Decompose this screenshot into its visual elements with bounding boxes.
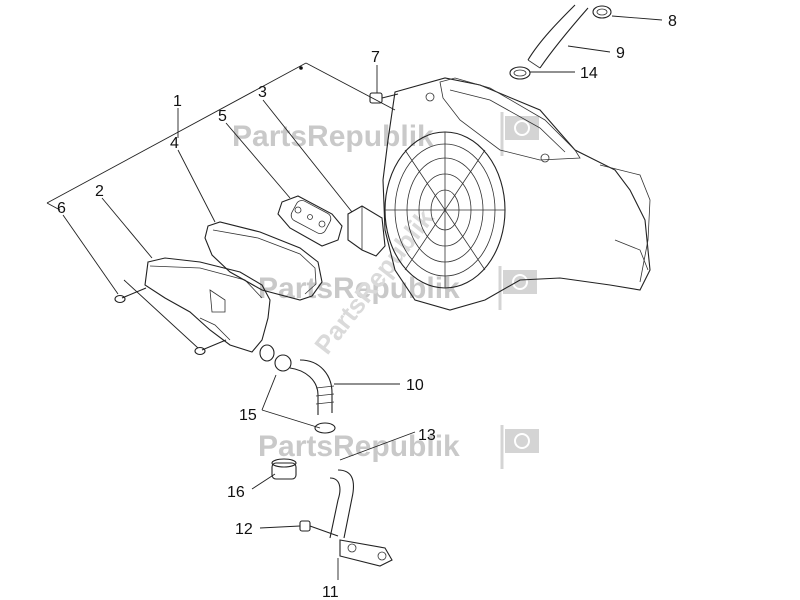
- leader-lines: [62, 15, 663, 580]
- callout-labels: 1 2 3 4 5 6 7 8 9 10 11 12 13 14 15 16: [57, 13, 677, 600]
- fan-cover-housing: [382, 77, 651, 311]
- screw-bottom-left: [194, 339, 227, 356]
- watermark-bottom: PartsRepublik: [258, 425, 539, 469]
- watermark-text-bottom: PartsRepublik: [258, 430, 460, 463]
- assembly-bracket: [46, 62, 396, 211]
- lower-pipe: [329, 469, 393, 567]
- filter-element: [277, 195, 343, 247]
- callout-10: 10: [406, 377, 424, 394]
- watermark-flag-icon: [500, 425, 539, 469]
- callout-3: 3: [258, 84, 267, 101]
- screw-7: [369, 92, 399, 104]
- watermark-flag-icon: [500, 112, 539, 156]
- callout-16: 16: [227, 484, 245, 501]
- callout-2: 2: [95, 183, 104, 200]
- watermark-flag-icon: [498, 266, 537, 310]
- callout-13: 13: [418, 427, 436, 444]
- callout-14: 14: [580, 65, 598, 82]
- watermark-top: PartsRepublik: [232, 112, 539, 156]
- gasket: [204, 221, 323, 301]
- callout-8: 8: [668, 13, 677, 30]
- elbow-hose: [289, 359, 335, 415]
- clamp-15: [314, 422, 336, 434]
- air-filter-cover: [144, 257, 271, 353]
- callout-11: 11: [322, 584, 339, 600]
- screw-top-left: [114, 287, 147, 304]
- callout-1: 1: [173, 93, 182, 110]
- callout-6: 6: [57, 200, 66, 217]
- callout-15: 15: [239, 407, 257, 424]
- clamp-14: [509, 66, 531, 80]
- breather-hose-top: [527, 4, 589, 69]
- callout-4: 4: [170, 135, 179, 152]
- clamp-8: [592, 5, 612, 19]
- callout-9: 9: [616, 45, 625, 62]
- ring-clamp: [259, 344, 292, 372]
- filter-block: [347, 205, 386, 257]
- watermark-middle: PartsRepublik: [258, 266, 537, 310]
- watermark-text-top: PartsRepublik: [232, 120, 434, 153]
- watermark-text-middle: PartsRepublik: [258, 272, 460, 305]
- callout-5: 5: [218, 108, 227, 125]
- callout-12: 12: [235, 521, 253, 538]
- clamp-16: [271, 458, 297, 480]
- callout-7: 7: [371, 49, 380, 66]
